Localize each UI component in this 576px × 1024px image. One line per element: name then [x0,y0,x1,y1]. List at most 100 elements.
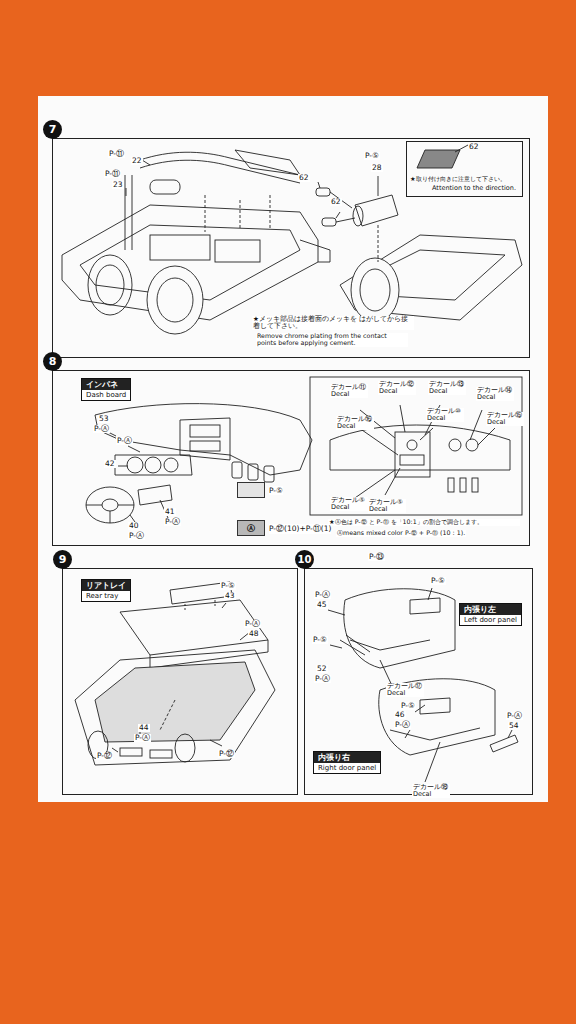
dashboard-inset [449,439,461,451]
dashboard-inset [407,440,417,450]
door-panels [350,640,430,650]
callout-number: 22 [131,157,143,165]
dashboard-inset [400,455,424,465]
chassis-left [215,240,260,262]
caption-tag: 内張り左Left door panel [459,603,522,626]
step-number: 10 [295,550,314,569]
dashboard-inset [395,432,430,477]
dashboard [138,485,172,505]
tag-subtitle: Rear tray [82,591,130,601]
dashboard [190,425,220,437]
dashboard [190,441,220,451]
tag-heading: リアトレイ [82,580,130,591]
dashboard [145,457,161,473]
callout-number: 28 [371,164,383,172]
rear-tray [120,748,142,756]
chassis-left [157,278,193,322]
part-ref: P-Ⓐ [506,712,523,720]
chassis-right [378,225,379,262]
part-ref: P-Ⓐ [314,675,331,683]
chassis-right [360,269,390,311]
decal-label: デカール⑫ Decal [378,381,416,395]
dashboard [164,458,178,472]
chassis-right [353,206,363,226]
dashboard [180,418,230,460]
chassis-left [62,150,330,334]
chassis-right [351,258,399,322]
note-text: Remove chrome plating from the contact p… [256,333,408,347]
dashboard-inset [472,478,478,492]
rear-tray [160,700,175,730]
leader [108,432,168,522]
callout-number: 41 [164,508,176,516]
door-panels [410,598,440,614]
callout-number: 62 [469,143,479,152]
chassis-left [150,235,210,260]
decal-label: デカール⑤ Decal [330,497,368,511]
dashboard-inset [466,439,478,451]
leader [112,603,250,752]
part-ref: P-⑤ [220,582,236,590]
door-panels [420,698,450,714]
tag-subtitle: Dash board [82,390,130,400]
note-text: Attention to the direction. [432,185,516,192]
callout-number: 62 [298,174,310,182]
door-panels [490,735,518,752]
decal-label: デカール⑩ Decal [426,408,464,422]
part-ref: P-Ⓐ [164,518,181,526]
part-ref: P-Ⓐ [394,721,411,729]
part-ref: P-⑤ [364,152,380,160]
decal-label: デカール⑱ Decal [412,784,450,798]
chassis-left [125,175,132,250]
step-panel: 9リアトレイRear tray [62,568,298,795]
rear-tray [75,650,275,765]
dashboard [86,505,134,523]
decal-label: デカール⑬ Decal [428,381,466,395]
part-ref: P-Ⓐ [116,437,133,445]
dashboard [102,499,118,511]
illustration [455,145,468,152]
dashboard-inset [448,478,454,492]
part-ref: P-Ⓐ [134,734,151,742]
note-text: ★メッキ部品は接着面のメッキを はがしてから接着して下さい。 [252,316,414,330]
step-panel: 10内張り左Left door panel内張り右Right door pane… [304,568,533,795]
chassis-right [322,218,336,226]
dashboard [248,464,258,480]
illustration [126,160,378,218]
callout-number: 62 [330,198,342,206]
chassis-left [88,255,132,315]
rear-tray [150,750,172,758]
callout-number: 46 [394,711,406,719]
part-ref: P-⑪ [108,150,125,158]
chassis-left [300,240,330,262]
decal-label: デカール⑯ Decal [336,416,374,430]
illustration [38,96,548,802]
tag-heading: インパネ [82,379,130,390]
dashboard [264,466,274,482]
caption-tag: 内張り右Right door panel [313,751,381,774]
chassis-left [205,195,270,232]
callout-number: 43 [224,592,236,600]
direction-mark [417,150,460,168]
part-ref: P-⑤ [400,702,416,710]
dashboard-inset [460,478,466,492]
decal-label: デカール⑭ Decal [476,387,514,401]
step-number: 7 [43,120,62,139]
step-number: 8 [43,352,62,371]
rear-tray [185,600,215,612]
decal-label: デカール⑰ Decal [386,683,424,697]
tag-subtitle: Left door panel [460,615,521,625]
callout-number: 54 [508,722,520,730]
callout-number: 45 [316,601,328,609]
chassis-left [96,265,124,305]
callout-number: 44 [138,724,150,732]
dashboard [95,404,312,475]
chassis-left [150,180,180,194]
rear-tray [95,662,255,742]
tag-subtitle: Right door panel [314,763,380,773]
part-ref: P-Ⓐ [128,532,145,540]
tag-heading: 内張り右 [314,752,380,763]
caption-tag: インパネDash board [81,378,131,401]
dashboard [232,462,242,478]
